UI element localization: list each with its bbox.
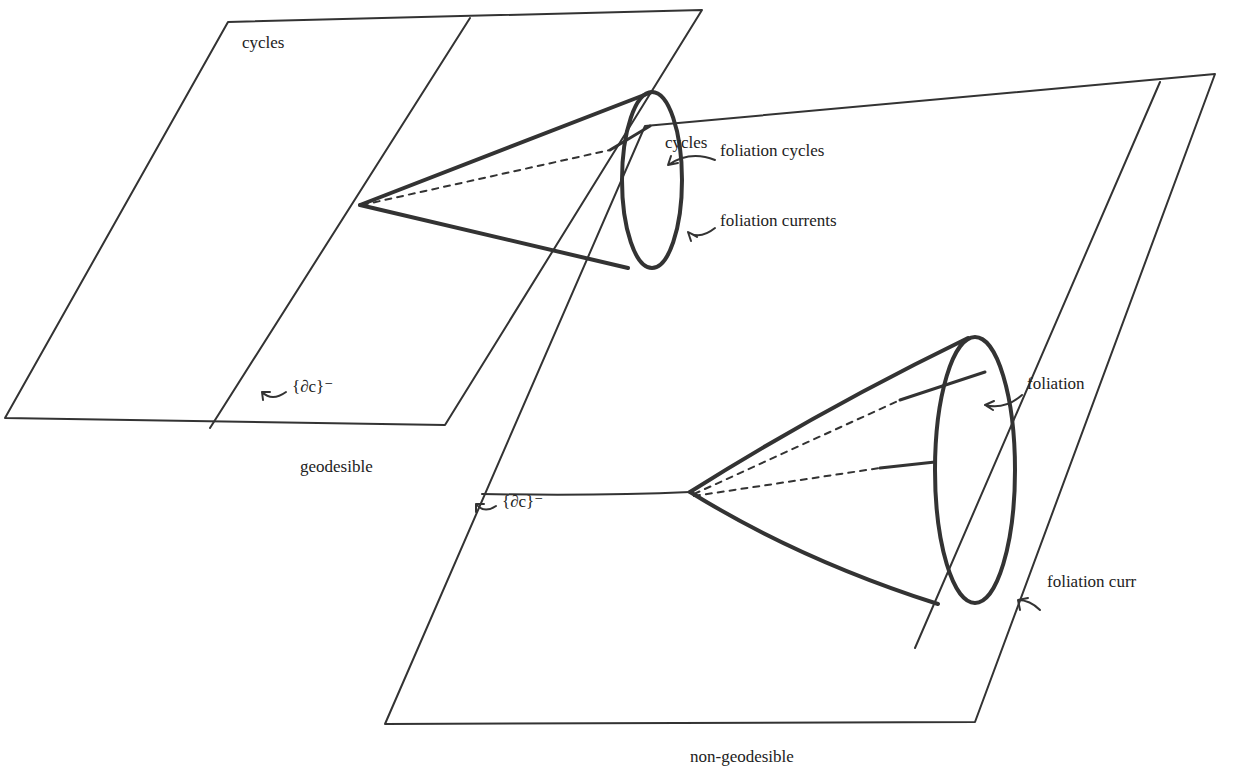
leader-line bbox=[668, 156, 715, 165]
cycle-plane: cycles bbox=[385, 72, 1220, 728]
dashed-line bbox=[694, 468, 880, 496]
plane-outline bbox=[5, 10, 702, 425]
dashed-line bbox=[694, 400, 900, 494]
callout-label: foliation bbox=[1025, 375, 1087, 394]
foliation-ray bbox=[880, 462, 935, 468]
cone-edge bbox=[690, 492, 938, 604]
leader-line bbox=[262, 392, 286, 400]
boundary-label: {∂c}⁻ bbox=[500, 493, 545, 512]
boundary-line bbox=[915, 82, 1160, 648]
callout-label: foliation curr bbox=[1045, 573, 1138, 592]
figure-caption: non-geodesible bbox=[688, 748, 796, 767]
callout-label: foliation currents bbox=[718, 212, 839, 231]
figure-caption: geodesible bbox=[298, 458, 375, 477]
cone-edge bbox=[690, 338, 968, 492]
cone-rim bbox=[622, 92, 682, 268]
foliation-ray bbox=[900, 372, 985, 400]
plane-label: cycles bbox=[663, 134, 709, 153]
callout-label: foliation cycles bbox=[718, 142, 826, 161]
leader-line bbox=[688, 228, 715, 241]
plane-outline bbox=[385, 74, 1215, 724]
cone-rim bbox=[935, 337, 1015, 603]
cone-edge bbox=[360, 92, 652, 205]
cycle-plane: cycles bbox=[5, 8, 705, 430]
plane-outline bbox=[5, 8, 705, 430]
leader-line bbox=[985, 395, 1022, 410]
boundary-label: {∂c}⁻ bbox=[290, 378, 335, 397]
dashed-line bbox=[362, 150, 610, 205]
plane-outline bbox=[385, 72, 1220, 728]
plane-label: cycles bbox=[240, 34, 286, 53]
